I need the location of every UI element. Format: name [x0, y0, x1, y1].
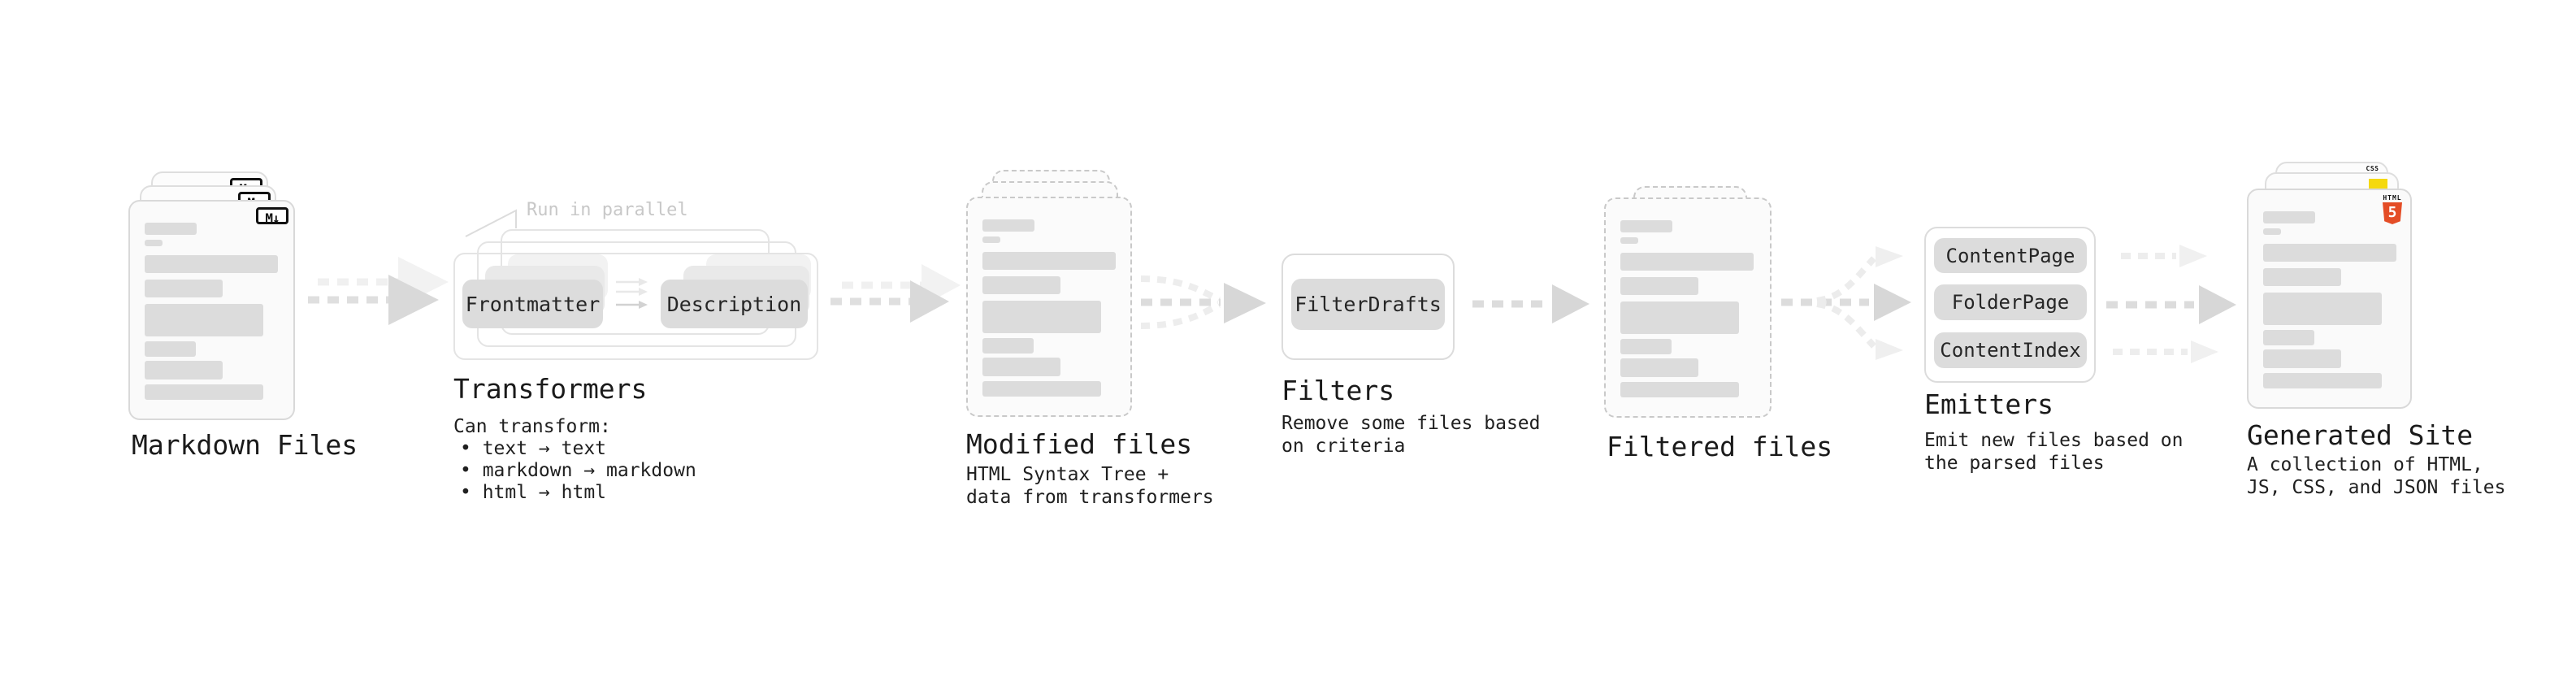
filters-title: Filters [1281, 375, 1395, 406]
filtered-file-card-front [1604, 197, 1772, 418]
emitter-pill-folderpage: FolderPage [1934, 284, 2087, 320]
modified-file-card-front [966, 197, 1132, 417]
skeleton-bar [145, 223, 197, 235]
emitters-description: Emit new files based on the parsed files [1924, 430, 2184, 474]
skeleton-bar [145, 255, 278, 273]
skeleton-bar [1620, 358, 1698, 377]
skeleton-bar [145, 341, 196, 357]
skeleton-bar [1620, 277, 1698, 295]
skeleton-bar [145, 361, 223, 380]
skeleton-bar [145, 240, 163, 246]
filtered-files-title: Filtered files [1607, 431, 1833, 462]
skeleton-bar [145, 384, 263, 400]
skeleton-bar [1620, 237, 1638, 244]
filter-pill-filterdrafts: FilterDrafts [1291, 279, 1445, 330]
arrow-filters-to-filtered [1472, 284, 1589, 323]
markdown-files-title: Markdown Files [132, 429, 358, 461]
file-skeleton-lines [968, 198, 1130, 397]
markdown-file-card-front: M↓ [128, 200, 295, 420]
html5-logo-icon: HTML 5 [2383, 195, 2402, 224]
modified-files-title: Modified files [966, 428, 1193, 460]
emitters-title: Emitters [1924, 388, 2053, 420]
skeleton-bar [145, 304, 263, 336]
skeleton-bar [1620, 220, 1672, 232]
skeleton-bar [982, 219, 1034, 232]
skeleton-bar [2263, 330, 2314, 345]
generated-file-card-front: HTML 5 [2247, 189, 2412, 409]
skeleton-bar [2263, 244, 2396, 262]
transform-bullet: • html → html [460, 482, 607, 503]
skeleton-bar [982, 252, 1116, 270]
arrow-markdown-to-transformers [308, 257, 449, 325]
emitter-pill-contentindex: ContentIndex [1934, 332, 2087, 368]
skeleton-bar [145, 280, 223, 297]
file-skeleton-lines [2249, 190, 2410, 388]
skeleton-bar [1620, 382, 1739, 397]
transformer-pill-description: Description [661, 280, 808, 328]
transformer-pill-frontmatter: Frontmatter [462, 280, 603, 328]
emitter-pill-contentpage: ContentPage [1934, 238, 2087, 273]
skeleton-bar [1620, 301, 1739, 334]
skeleton-bar [982, 381, 1101, 397]
skeleton-bar [982, 358, 1060, 376]
generated-site-description: A collection of HTML, JS, CSS, and JSON … [2247, 454, 2506, 498]
markdown-badge-icon: M↓ [256, 207, 288, 226]
transformer-box-front [453, 253, 818, 360]
skeleton-bar [2263, 373, 2382, 388]
arrow-modified-to-filters [1140, 275, 1266, 329]
skeleton-bar [1620, 339, 1672, 354]
skeleton-bar [2263, 293, 2382, 325]
skeleton-bar [982, 301, 1101, 333]
arrow-filtered-to-emitters [1781, 246, 1911, 360]
skeleton-bar [2263, 211, 2315, 223]
transform-bullet: • markdown → markdown [460, 460, 696, 481]
transform-bullet: • text → text [460, 438, 607, 459]
arrow-transformers-to-modified [830, 264, 961, 323]
run-in-parallel-label: Run in parallel [527, 200, 688, 220]
transformers-title: Transformers [453, 373, 648, 405]
generated-site-title: Generated Site [2247, 419, 2474, 451]
skeleton-bar [982, 236, 1000, 243]
file-skeleton-lines [1606, 199, 1770, 397]
filters-description: Remove some files based on criteria [1281, 413, 1541, 457]
skeleton-bar [982, 276, 1060, 294]
modified-files-description: HTML Syntax Tree + data from transformer… [966, 464, 1214, 508]
arrow-emitters-to-generated [2106, 245, 2236, 363]
skeleton-bar [2263, 349, 2341, 368]
skeleton-bar [2263, 268, 2341, 286]
can-transform-heading: Can transform: [453, 416, 611, 437]
skeleton-bar [1620, 253, 1754, 271]
skeleton-bar [982, 338, 1034, 354]
file-skeleton-lines [130, 202, 293, 400]
skeleton-bar [2263, 228, 2281, 235]
